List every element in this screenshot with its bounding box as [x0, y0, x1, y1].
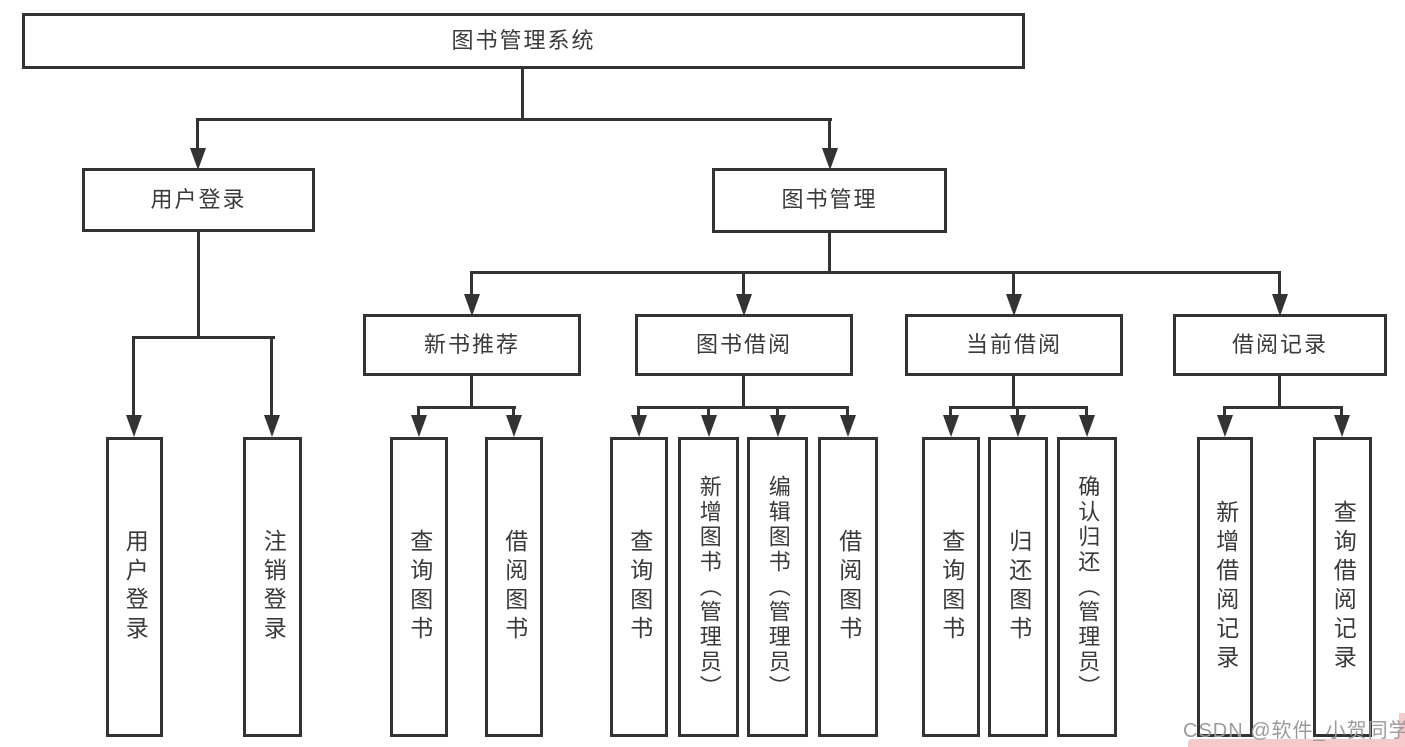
- node-leaf-query-borrow-record: 查询借阅记录: [1313, 437, 1372, 737]
- connector-rail: [1224, 406, 1342, 409]
- csdn-watermark: CSDN @软件_小贺同学: [1183, 720, 1405, 742]
- arrow-down-icon: [464, 294, 480, 316]
- connector-drop: [742, 271, 745, 298]
- watermark-pink-strip-bottom: [1188, 739, 1405, 747]
- node-leaf-query-books: 查询图书: [922, 437, 980, 737]
- arrow-down-icon: [1079, 415, 1095, 437]
- connector-drop: [776, 406, 779, 418]
- connector-drop: [512, 406, 515, 418]
- connector-drop: [1278, 271, 1281, 298]
- connector-stem: [470, 376, 473, 409]
- node-leaf-borrow-books: 借阅图书: [818, 437, 878, 737]
- node-leaf-add-books-admin: 新增图书（管理员）: [678, 437, 739, 737]
- node-leaf-edit-books-admin: 编辑图书（管理员）: [747, 437, 808, 737]
- connector-stem: [742, 376, 745, 409]
- connector-drop: [707, 406, 710, 418]
- node-current-borrowing: 当前借阅: [905, 314, 1123, 376]
- connector-root-rail: [197, 118, 832, 121]
- arrow-down-icon: [126, 415, 142, 437]
- connector-drop: [470, 271, 473, 298]
- connector-drop: [1340, 406, 1343, 418]
- arrow-down-icon: [1334, 415, 1350, 437]
- arrow-down-icon: [190, 148, 206, 170]
- arrow-down-icon: [631, 415, 647, 437]
- connector-stem: [1012, 376, 1015, 409]
- arrow-down-icon: [411, 415, 427, 437]
- node-leaf-add-borrow-record: 新增借阅记录: [1197, 437, 1253, 737]
- node-leaf-logout: 注销登录: [243, 437, 302, 737]
- connector-rail: [471, 271, 1281, 274]
- node-leaf-query-books: 查询图书: [390, 437, 448, 737]
- watermark-pink-strip-right: [1399, 713, 1405, 747]
- arrow-down-icon: [943, 415, 959, 437]
- arrow-down-icon: [1006, 294, 1022, 316]
- connector-drop: [132, 336, 135, 417]
- node-book-borrowing: 图书借阅: [635, 314, 853, 376]
- connector-rail: [638, 406, 849, 409]
- node-leaf-return-books: 归还图书: [988, 437, 1048, 737]
- arrow-down-icon: [1217, 415, 1233, 437]
- node-borrowing-records: 借阅记录: [1173, 314, 1387, 376]
- arrow-down-icon: [1272, 294, 1288, 316]
- connector-rail: [133, 336, 275, 339]
- connector-stem: [828, 233, 831, 274]
- node-leaf-borrow-books: 借阅图书: [485, 437, 543, 737]
- connector-drop: [949, 406, 952, 418]
- connector-stem: [197, 232, 200, 339]
- connector-drop: [196, 118, 199, 152]
- arrow-down-icon: [701, 415, 717, 437]
- node-leaf-query-books: 查询图书: [610, 437, 668, 737]
- node-root-library-system: 图书管理系统: [22, 13, 1025, 69]
- arrow-down-icon: [736, 294, 752, 316]
- arrow-down-icon: [1010, 415, 1026, 437]
- node-user-login: 用户登录: [82, 168, 315, 232]
- node-leaf-confirm-return-admin: 确认归还（管理员）: [1057, 437, 1117, 737]
- connector-drop: [1016, 406, 1019, 418]
- connector-rail: [418, 406, 516, 409]
- node-book-management: 图书管理: [712, 168, 947, 233]
- connector-drop: [1012, 271, 1015, 298]
- arrow-down-icon: [506, 415, 522, 437]
- connector-drop: [828, 118, 831, 152]
- arrow-down-icon: [770, 415, 786, 437]
- node-new-book-recommendation: 新书推荐: [363, 314, 581, 376]
- connector-drop: [417, 406, 420, 418]
- connector-root-stem: [521, 69, 524, 120]
- connector-drop: [637, 406, 640, 418]
- connector-drop: [1223, 406, 1226, 418]
- arrow-down-icon: [264, 415, 280, 437]
- connector-drop: [1085, 406, 1088, 418]
- arrow-down-icon: [840, 415, 856, 437]
- connector-drop: [270, 336, 273, 417]
- connector-drop: [846, 406, 849, 418]
- arrow-down-icon: [822, 148, 838, 170]
- connector-stem: [1278, 376, 1281, 409]
- node-leaf-user-login: 用户登录: [106, 437, 163, 737]
- connector-rail: [950, 406, 1088, 409]
